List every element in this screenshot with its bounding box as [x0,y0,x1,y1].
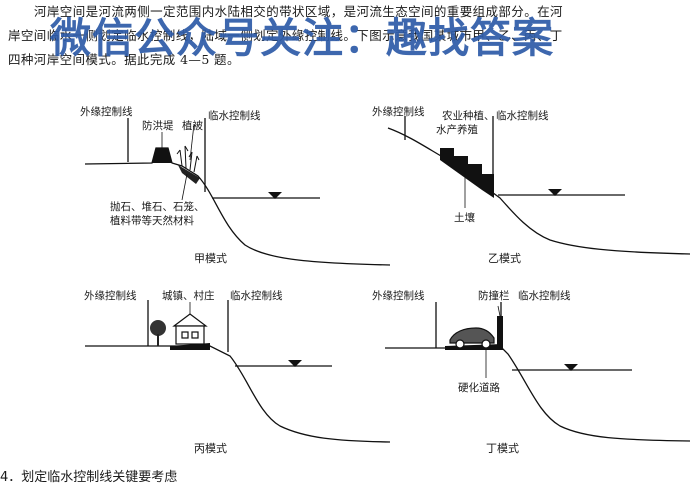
label-water-line: 临水控制线 [496,110,549,122]
diagram-bing [85,300,391,443]
intro-line-1: 河岸空间是河流两侧一定范围内水陆相交的带状区域，是河流生态空间的重要组成部分。在… [34,4,563,19]
caption-yi: 乙模式 [488,252,521,265]
water-level-icon [288,360,302,367]
bank-profile [385,347,691,442]
label-towns: 城镇、村庄 [162,290,215,302]
intro-text: 河岸空间是河流两侧一定范围内水陆相交的带状区域，是河流生态空间的重要组成部分。在… [8,0,696,72]
diagram-jia [84,118,391,266]
house-icon [172,313,208,345]
caption-jia: 甲模式 [194,252,227,265]
water-level-icon [268,192,282,199]
water-level-icon [548,189,562,196]
label-vegetation: 植被 [182,120,203,132]
platform-shape [170,343,210,350]
caption-ding: 丁模式 [486,442,519,455]
crash-barrier-shape [497,316,503,350]
label-outer-line: 外缘控制线 [84,290,137,302]
intro-line-2: 岸空间临水一侧划定临水控制线，陆域一侧划定外缘控制线。下图示意我国某城市甲、乙、… [8,28,563,43]
label-soil: 土壤 [454,212,475,224]
pointer-line [189,123,195,161]
label-water-line: 临水控制线 [230,290,283,302]
road-shape [445,344,503,350]
levee-shape [152,148,172,163]
label-outer-line: 外缘控制线 [372,106,425,118]
car-icon [449,327,495,349]
diagram-yi [387,116,691,255]
pointer-line [497,305,501,317]
label-outer-line: 外缘控制线 [372,290,425,302]
label-water-line: 临水控制线 [518,290,571,302]
panel-ding: 外缘控制线 防撞栏 临水控制线 硬化道路 丁模式 [370,288,700,458]
vegetation-icon [176,145,200,173]
pointer-line [181,173,188,201]
label-farming-1: 农业种植、 [442,110,495,122]
label-materials-1: 抛石、堆石、石笼、 [110,201,205,213]
riprap-shape [178,165,200,184]
question-4: 4．划定临水控制线关键要考虑 [0,470,178,485]
label-levee: 防洪堤 [142,120,174,132]
panel-bing: 外缘控制线 城镇、村庄 临水控制线 丙模式 [70,288,400,458]
label-barrier: 防撞栏 [478,290,510,302]
caption-bing: 丙模式 [194,442,227,455]
diagram-ding [385,302,691,442]
bank-profile [387,127,691,255]
bank-profile [84,147,391,266]
tree-icon [150,320,166,346]
bank-profile [85,345,391,443]
label-materials-2: 植料带等天然材料 [110,215,194,227]
water-level-icon [564,364,578,371]
terrace-shape [440,148,494,198]
label-outer-line: 外缘控制线 [80,106,133,118]
label-road: 硬化道路 [458,382,500,394]
intro-line-3: 四种河岸空间模式。据此完成 4—5 题。 [8,52,240,67]
label-water-line: 临水控制线 [208,110,261,122]
panel-yi: 外缘控制线 农业种植、 水产养殖 临水控制线 土壤 乙模式 [370,100,700,270]
label-farming-2: 水产养殖 [436,124,478,136]
panel-jia: 外缘控制线 防洪堤 植被 临水控制线 抛石、堆石、石笼、 植料带等天然材料 甲模… [70,100,400,270]
